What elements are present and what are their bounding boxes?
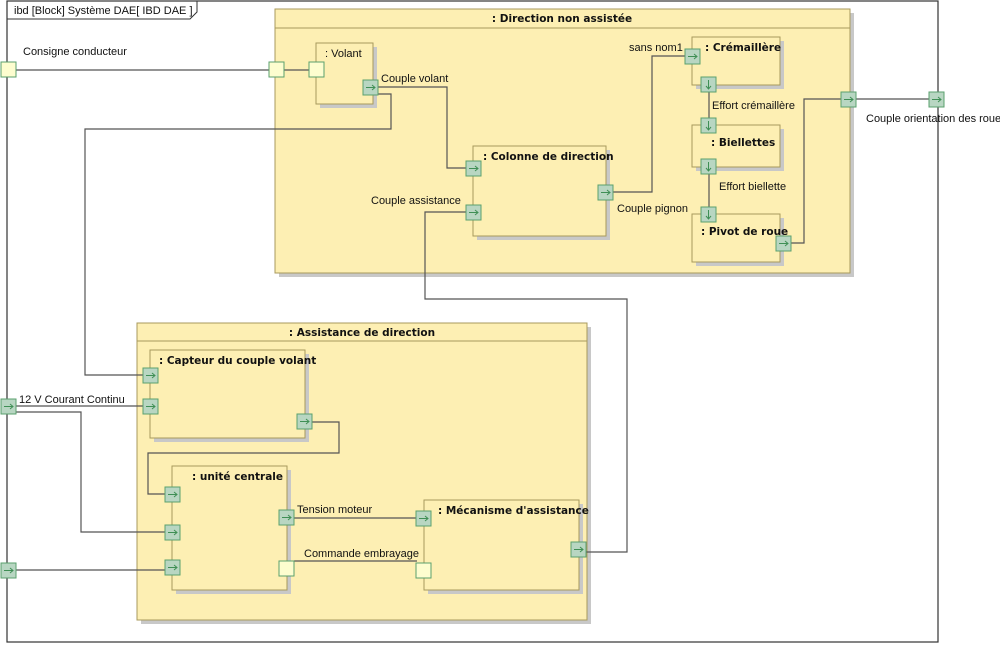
block-capteur-couple-volant[interactable]: [149, 349, 306, 439]
block-colonne-direction-title: : Colonne de direction: [483, 151, 614, 163]
block-mecanisme-assistance[interactable]: [423, 499, 580, 591]
label-couple-assistance: Couple assistance: [371, 195, 461, 207]
label-12v-courant-continu: 12 V Courant Continu: [19, 394, 125, 406]
port-unite-in-1[interactable]: [164, 486, 181, 503]
port-mecanisme-out[interactable]: [570, 541, 587, 558]
connectors: [16, 55, 929, 571]
port-consigne-direction[interactable]: [268, 61, 285, 78]
port-system-out[interactable]: [928, 91, 945, 108]
port-capteur-out[interactable]: [296, 413, 313, 430]
label-sans-nom1: sans nom1: [629, 42, 683, 54]
block-colonne-direction[interactable]: [472, 145, 607, 237]
port-unite-in-3[interactable]: [164, 559, 181, 576]
label-effort-biellette: Effort biellette: [719, 181, 786, 193]
label-consigne-conducteur: Consigne conducteur: [23, 46, 127, 58]
port-colonne-out[interactable]: [597, 184, 614, 201]
port-pivot-in[interactable]: [700, 206, 717, 223]
ports: [0, 48, 945, 579]
port-biellettes-out[interactable]: [700, 158, 717, 175]
port-colonne-in-2[interactable]: [465, 204, 482, 221]
wire-couple-volant: [378, 86, 467, 169]
block-capteur-couple-volant-title: : Capteur du couple volant: [159, 355, 316, 367]
port-pivot-out[interactable]: [775, 235, 792, 252]
port-colonne-in-1[interactable]: [465, 160, 482, 177]
block-direction-non-assistee-title: : Direction non assistée: [492, 13, 632, 25]
port-capteur-in-1[interactable]: [142, 367, 159, 384]
wire-couple-assistance: [424, 211, 628, 553]
block-cremaillere-title: : Crémaillère: [705, 42, 781, 54]
port-unite-in-2[interactable]: [164, 524, 181, 541]
port-third-outer[interactable]: [0, 562, 17, 579]
block-volant-title: : Volant: [325, 48, 362, 60]
port-couple-volant-out[interactable]: [362, 79, 379, 96]
block-assistance-direction-title: : Assistance de direction: [289, 327, 435, 339]
wire-couple-volant-capteur: [84, 93, 392, 376]
port-biellettes-in[interactable]: [700, 117, 717, 134]
port-capteur-in-2[interactable]: [142, 398, 159, 415]
frame-title-tab: [7, 1, 198, 20]
label-effort-cremaillere: Effort crémaillère: [712, 100, 795, 112]
block-biellettes-title: : Biellettes: [711, 137, 775, 149]
block-unite-centrale-title: : unité centrale: [192, 471, 283, 483]
wire-capteur-unite: [147, 421, 340, 495]
port-courant-outer[interactable]: [0, 398, 17, 415]
port-commande-mecanisme[interactable]: [415, 562, 432, 579]
block-pivot-de-roue-title: : Pivot de roue: [701, 226, 788, 238]
label-couple-pignon: Couple pignon: [617, 203, 688, 215]
port-cremaillere-in[interactable]: [684, 48, 701, 65]
wire-pivot-out: [791, 98, 841, 244]
label-couple-volant: Couple volant: [381, 73, 448, 85]
port-mecanisme-in[interactable]: [415, 510, 432, 527]
port-consigne-outer[interactable]: [0, 61, 17, 78]
block-mecanisme-assistance-title: : Mécanisme d'assistance: [438, 505, 589, 517]
port-unite-out[interactable]: [278, 509, 295, 526]
wire-couple-pignon: [612, 55, 686, 193]
label-couple-orientation-roues: Couple orientation des roues: [866, 113, 1000, 125]
port-cremaillere-out[interactable]: [700, 76, 717, 93]
port-commande-unite[interactable]: [278, 560, 295, 577]
block-unite-centrale[interactable]: [171, 465, 288, 591]
label-commande-embrayage: Commande embrayage: [304, 548, 419, 560]
wire-courant-unite: [16, 411, 165, 533]
label-tension-moteur: Tension moteur: [297, 504, 373, 516]
frame-title: ibd [Block] Système DAE[ IBD DAE ]: [14, 5, 193, 17]
port-direction-out[interactable]: [840, 91, 857, 108]
port-consigne-volant[interactable]: [308, 61, 325, 78]
